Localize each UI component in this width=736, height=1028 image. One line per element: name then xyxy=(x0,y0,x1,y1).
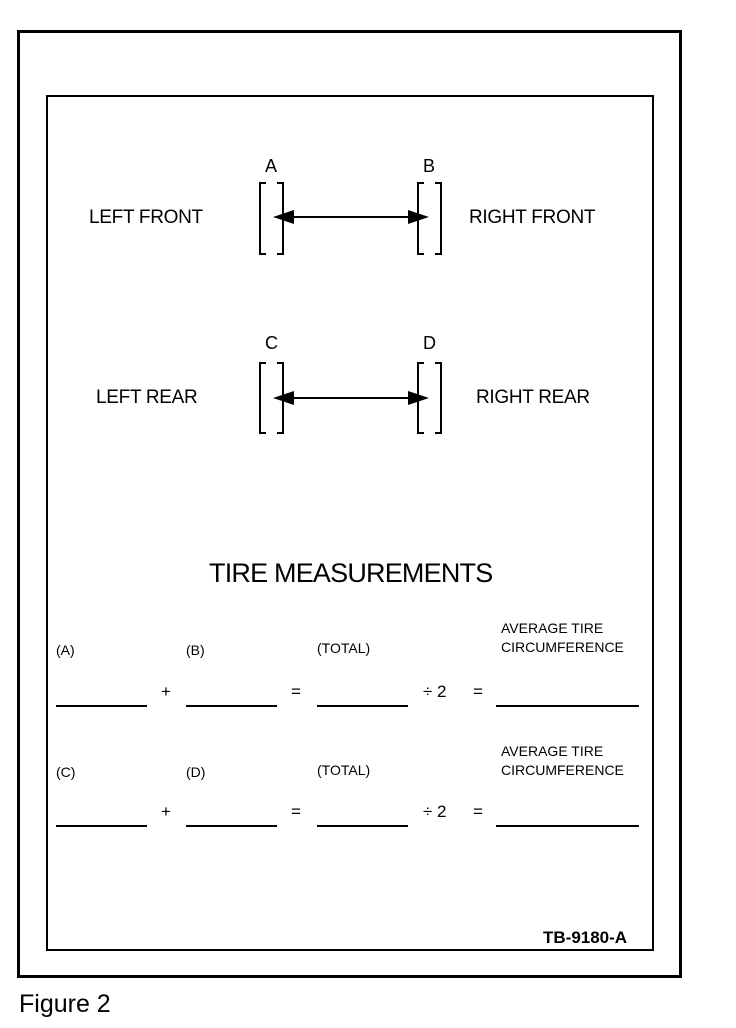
point-b-label: B xyxy=(423,156,436,176)
rear-arrow-right-head xyxy=(408,391,429,405)
figure-code: TB-9180-A xyxy=(543,928,628,947)
row2-average-blank xyxy=(496,825,639,827)
row2-equals-sign-2: = xyxy=(473,802,483,821)
row2-d-blank xyxy=(186,825,277,827)
row1-average-blank xyxy=(496,705,639,707)
point-c-label: C xyxy=(265,333,278,353)
row2-equals-sign: = xyxy=(291,802,301,821)
row2-total-label: (TOTAL) xyxy=(317,762,371,778)
left-rear-tire-bracket xyxy=(259,362,266,434)
point-a-label: A xyxy=(265,156,278,176)
figure-caption: Figure 2 xyxy=(19,990,111,1018)
row1-b-blank xyxy=(186,705,277,707)
left-front-label: LEFT FRONT xyxy=(89,207,203,228)
inner-frame xyxy=(46,95,654,951)
row1-equals-sign: = xyxy=(291,682,301,701)
left-front-tire-bracket xyxy=(259,182,266,255)
row2-total-blank xyxy=(317,825,408,827)
right-rear-label: RIGHT REAR xyxy=(476,387,590,408)
row1-b-label: (B) xyxy=(186,642,205,658)
right-front-tire-bracket-inner xyxy=(435,182,442,255)
left-rear-label: LEFT REAR xyxy=(96,387,198,408)
row1-a-blank xyxy=(56,705,147,707)
point-d-label: D xyxy=(423,333,436,353)
row2-d-label: (D) xyxy=(186,764,206,780)
row2-c-blank xyxy=(56,825,147,827)
row1-plus-sign: + xyxy=(161,682,171,701)
front-arrow-left-head xyxy=(273,210,294,224)
row2-plus-sign: + xyxy=(161,802,171,821)
row1-average-label-line2: CIRCUMFERENCE xyxy=(501,639,624,655)
tire-measurements-title: TIRE MEASUREMENTS xyxy=(209,558,493,588)
outer-frame xyxy=(17,30,682,978)
right-rear-tire-bracket-inner xyxy=(435,362,442,434)
row1-a-label: (A) xyxy=(56,642,75,658)
rear-arrow-left-head xyxy=(273,391,294,405)
row1-average-label-line1: AVERAGE TIRE xyxy=(501,620,604,636)
row1-total-label: (TOTAL) xyxy=(317,640,371,656)
front-arrow-right-head xyxy=(408,210,429,224)
row1-total-blank xyxy=(317,705,408,707)
row2-c-label: (C) xyxy=(56,764,76,780)
row1-equals-sign-2: = xyxy=(473,682,483,701)
row2-divide-by-two: ÷ 2 xyxy=(423,802,447,821)
row1-divide-by-two: ÷ 2 xyxy=(423,682,447,701)
right-front-label: RIGHT FRONT xyxy=(469,207,596,228)
row2-average-label-line1: AVERAGE TIRE xyxy=(501,743,604,759)
row2-average-label-line2: CIRCUMFERENCE xyxy=(501,762,624,778)
